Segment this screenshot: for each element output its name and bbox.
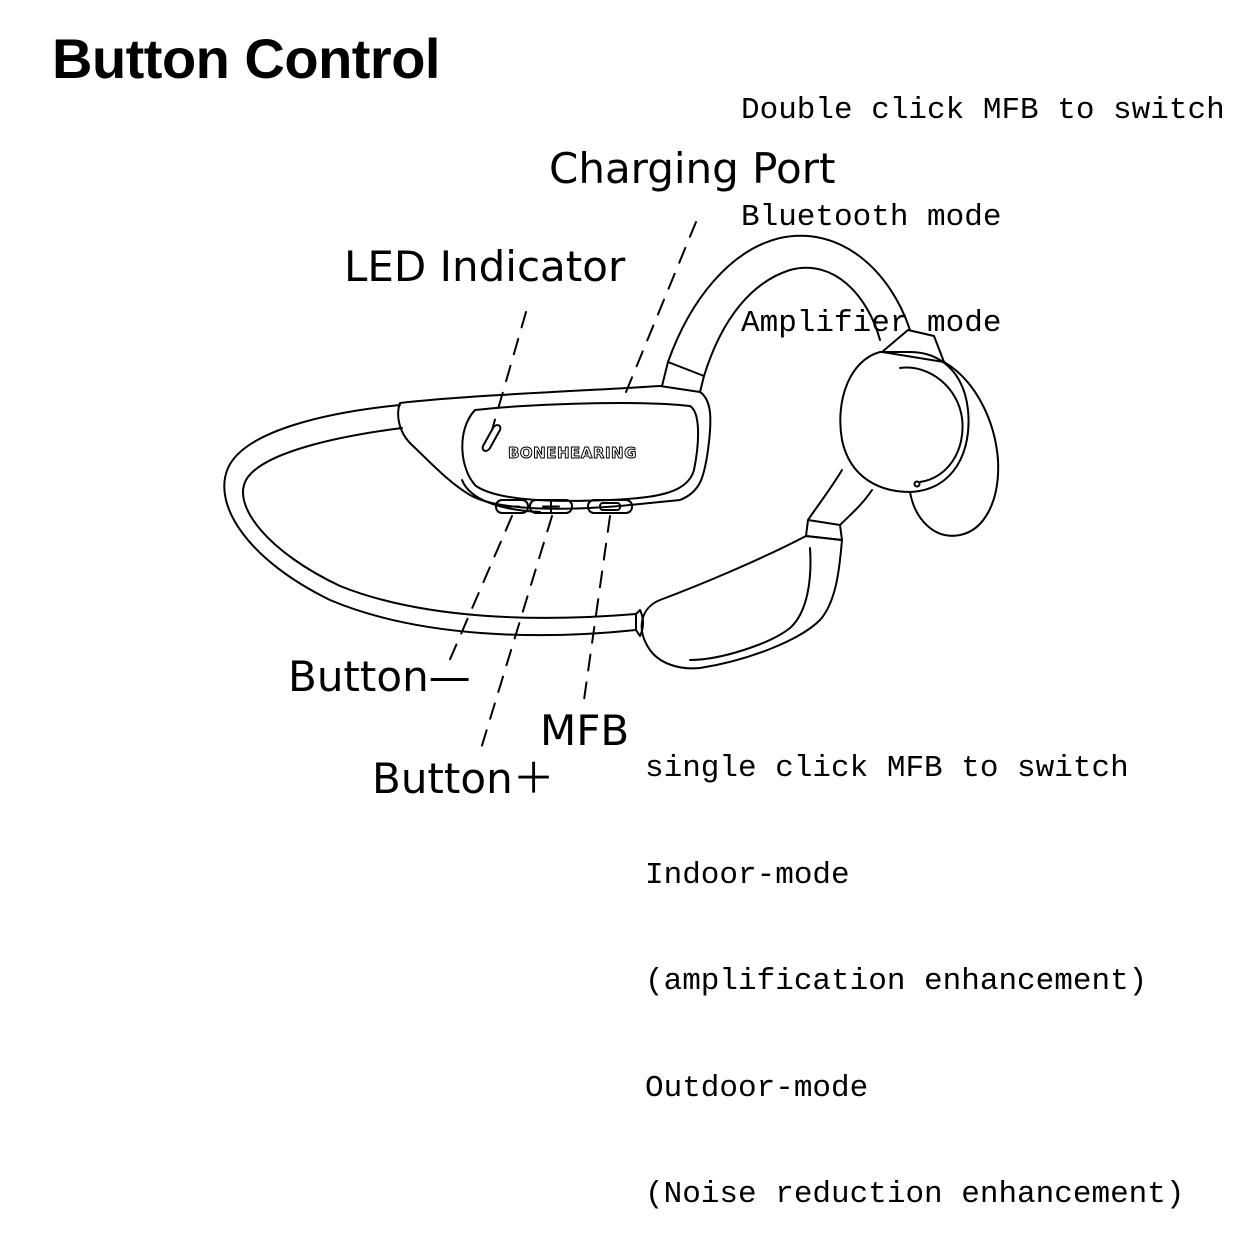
mfb-button[interactable] <box>587 499 633 514</box>
single-click-note-line: single click MFB to switch <box>645 751 1129 786</box>
led-indicator <box>481 424 502 452</box>
double-click-note: Double click MFB to switch Bluetooth mod… <box>741 22 1225 377</box>
transducer <box>839 351 1000 537</box>
button-plus[interactable] <box>529 499 573 514</box>
button-plus-label: Button＋ <box>372 754 555 803</box>
single-click-note-line: Outdoor-mode <box>645 1070 869 1106</box>
single-click-note-line: (amplification enhancement) <box>645 964 1148 999</box>
control-housing <box>397 385 712 513</box>
single-click-note-line: (Noise reduction enhancement) <box>645 1177 1185 1212</box>
button-minus-leader <box>447 515 513 665</box>
neckband <box>223 404 637 637</box>
led-indicator-leader <box>491 311 527 431</box>
page-title: Button Control <box>52 27 440 90</box>
led-indicator-label: LED Indicator <box>344 242 626 291</box>
charging-port-leader <box>625 221 697 393</box>
double-click-note-line: Amplifier mode <box>741 306 1002 341</box>
double-click-note-line: Double click MFB to switch <box>741 93 1225 128</box>
mfb-leader <box>583 515 611 701</box>
double-click-note-line: Bluetooth mode <box>741 199 1002 235</box>
charging-port-label: Charging Port <box>549 144 836 193</box>
leader-lines <box>447 221 697 753</box>
button-minus-label: Button— <box>288 652 471 701</box>
headset-drawing: BONEHEARING <box>223 221 1000 753</box>
button-minus[interactable] <box>495 499 529 514</box>
button-plus-leader <box>479 515 553 753</box>
mfb-label: MFB <box>540 706 630 755</box>
brand-logo: BONEHEARING <box>508 444 637 462</box>
lower-arm <box>805 469 873 541</box>
battery-housing <box>635 535 843 670</box>
